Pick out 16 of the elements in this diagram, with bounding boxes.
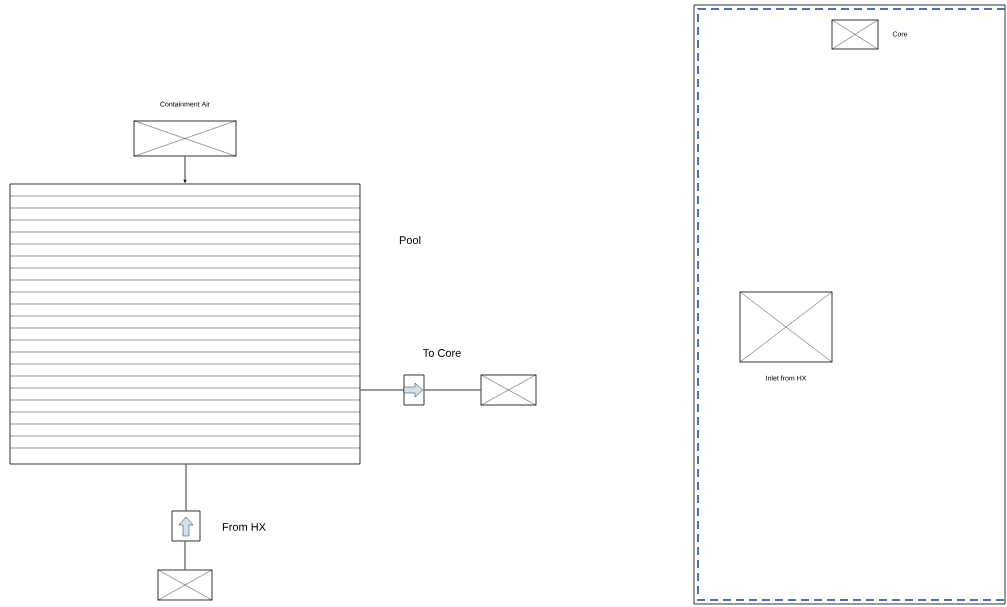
pipe-line: [424, 389, 481, 391]
pipe-line: [360, 389, 404, 391]
valve-symbol: [171, 510, 201, 542]
crossed-box: [157, 569, 213, 601]
valve-symbol: [403, 374, 425, 406]
crossed-box: [739, 291, 833, 363]
arrow: [183, 156, 187, 183]
crossed-box: [831, 19, 879, 50]
pipe-line: [185, 464, 187, 511]
pipe-line: [184, 541, 186, 570]
flow-label: From HX: [222, 523, 266, 531]
crossed-box: [480, 374, 537, 406]
flow-label: To Core: [423, 349, 461, 357]
pool-label: Pool: [399, 235, 421, 245]
dashed-frame: [693, 4, 1006, 605]
striped-pool-block: [9, 183, 361, 465]
